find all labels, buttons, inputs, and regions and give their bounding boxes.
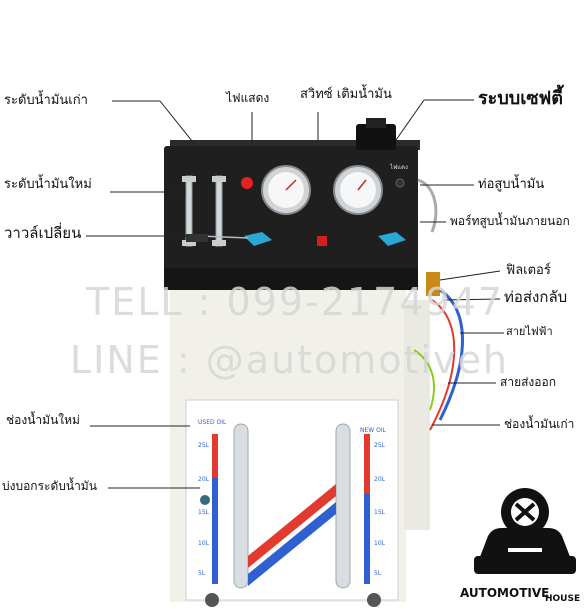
brand-name: AUTOMOTIVE (460, 586, 550, 600)
left-scale-tick: 20L (198, 476, 209, 483)
brand-sub: HOUSE (545, 594, 581, 604)
label-indicator-light: ไฟแสดง (226, 91, 270, 105)
label-diverter-valve: วาวล์เปลี่ยน (4, 224, 82, 242)
label-filter: ฟิลเตอร์ (506, 263, 551, 278)
used-oil-label: USED OIL (198, 419, 227, 426)
panel-small-label: ไฟแดง (390, 164, 408, 171)
watermark-line: LINE : @automotiveh (70, 338, 509, 382)
brand-logo (474, 488, 576, 574)
label-new-oil-tank: ช่องน้ำมันใหม่ (6, 413, 80, 427)
label-suction-pipe: ท่อสูบน้ำมัน (478, 177, 545, 192)
label-old-oil-level: ระดับน้ำมันเก่า (4, 93, 88, 108)
left-scale-tick: 5L (198, 570, 206, 577)
right-scale-tick: 10L (374, 540, 385, 547)
right-scale-tick: 15L (374, 509, 385, 516)
left-scale-tick: 25L (198, 442, 209, 449)
left-scale-tick: 10L (198, 540, 209, 547)
label-new-oil-level: ระดับน้ำมันใหม่ (4, 177, 92, 192)
left-scale-tick: 15L (198, 509, 209, 516)
right-scale-tick: 20L (374, 476, 385, 483)
right-scale-tick: 25L (374, 442, 385, 449)
label-safety-system: ระบบเซฟตี้ (478, 88, 563, 109)
label-outlet-hose: สายส่งออก (500, 375, 556, 389)
label-oil-level-gauge: บ่งบอกระดับน้ำมัน (2, 479, 97, 493)
right-scale-tick: 5L (374, 570, 382, 577)
new-oil-label: NEW OIL (360, 427, 386, 434)
label-old-oil-tank: ช่องน้ำมันเก่า (504, 417, 575, 431)
label-external-suction-port: พอร์ทสูบน้ำมันภายนอก (450, 214, 570, 228)
label-return-pipe: ท่อส่งกลับ (504, 288, 568, 306)
watermark-tel: TELL : 099-2174947 (86, 280, 505, 324)
label-power-cable: สายไฟฟ้า (506, 325, 553, 338)
label-fill-switch: สวิทซ์ เติมน้ำมัน (300, 87, 392, 102)
